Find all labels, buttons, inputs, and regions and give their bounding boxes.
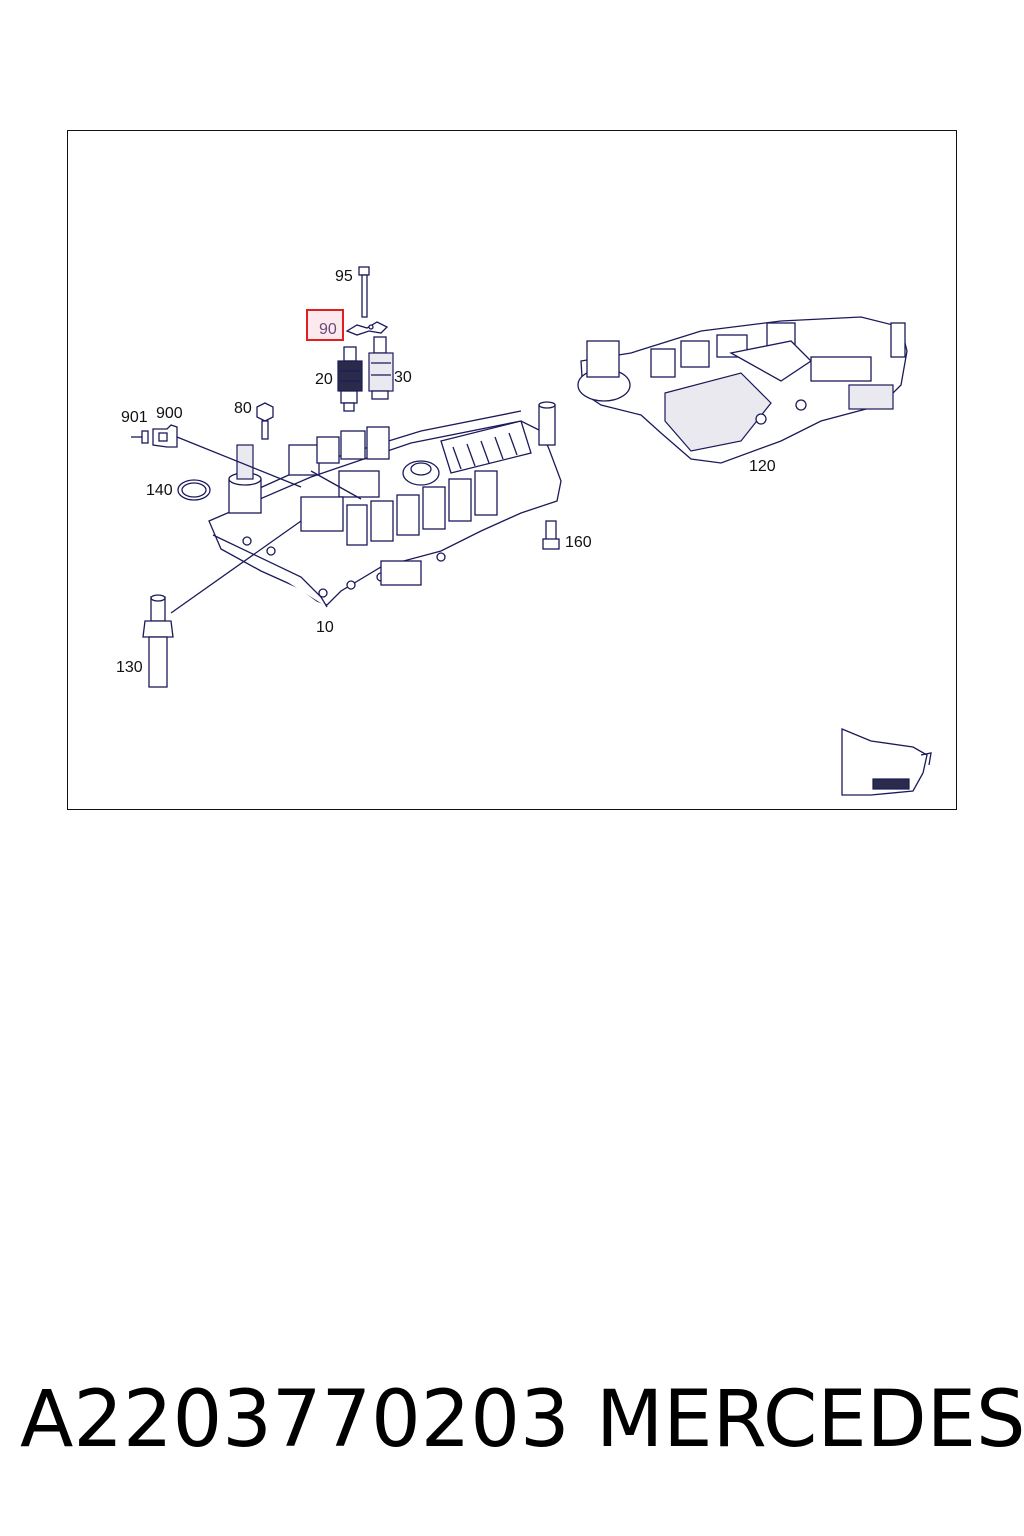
part-140-o-ring[interactable] xyxy=(177,479,211,501)
part-10-valve-body[interactable] xyxy=(208,401,562,608)
callout-30[interactable]: 30 xyxy=(394,369,412,386)
callout-10[interactable]: 10 xyxy=(316,619,334,636)
leader-130 xyxy=(170,520,302,614)
part-130-tube[interactable] xyxy=(142,594,174,688)
callout-901[interactable]: 901 xyxy=(121,409,148,426)
callout-95[interactable]: 95 xyxy=(335,268,353,285)
part-901-pin[interactable] xyxy=(131,430,149,444)
callout-160[interactable]: 160 xyxy=(565,534,592,551)
part-900-connector[interactable] xyxy=(152,424,178,448)
callout-130[interactable]: 130 xyxy=(116,659,143,676)
part-30-solenoid[interactable] xyxy=(368,336,394,400)
part-number: A2203770203 xyxy=(20,1375,570,1465)
exploded-parts-diagram: 95 90 20 30 901 900 80 140 130 10 160 12… xyxy=(116,266,932,796)
callout-80[interactable]: 80 xyxy=(234,400,252,417)
callout-900[interactable]: 900 xyxy=(156,405,183,422)
callout-20[interactable]: 20 xyxy=(315,371,333,388)
callout-90[interactable]: 90 xyxy=(319,321,337,338)
callout-90-highlight xyxy=(306,309,344,341)
part-120-control-unit[interactable] xyxy=(577,316,908,464)
part-20-solenoid[interactable] xyxy=(337,346,363,412)
part-160-bolt[interactable] xyxy=(542,520,560,550)
brand-name: MERCEDES xyxy=(596,1375,1024,1465)
leader-900 xyxy=(176,436,302,488)
product-caption: A2203770203 MERCEDES xyxy=(0,1370,1024,1470)
part-95-bolt[interactable] xyxy=(358,266,370,318)
callout-120[interactable]: 120 xyxy=(749,458,776,475)
callout-140[interactable]: 140 xyxy=(146,482,173,499)
diagram-frame: 95 90 20 30 901 900 80 140 130 10 160 12… xyxy=(67,130,957,810)
part-80-screw[interactable] xyxy=(256,402,274,440)
transmission-locator-thumbnail xyxy=(841,728,932,796)
part-90-clip[interactable] xyxy=(345,321,389,336)
leader-80 xyxy=(310,470,362,500)
